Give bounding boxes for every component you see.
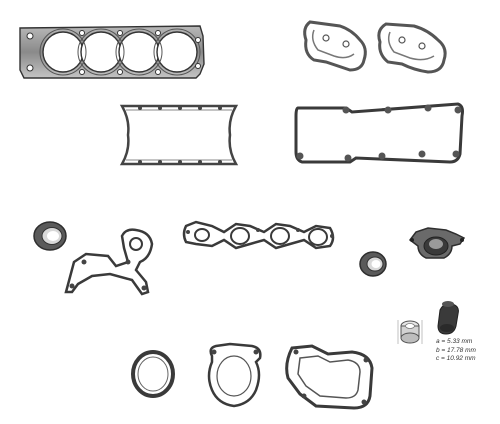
intake-plenum-gasket [285, 344, 374, 410]
timing-cover-gasket [64, 228, 154, 296]
cylinder-head-gasket [19, 25, 205, 79]
oil-pan-gasket [119, 104, 239, 166]
exhaust-manifold-gasket [182, 220, 335, 250]
rear-main-seal-housing [408, 227, 466, 259]
dimension-b: b = 17.78 mm [436, 346, 476, 354]
valve-stem-seal-diagram [397, 301, 459, 344]
camshaft-seal [359, 251, 387, 277]
o-ring-gasket [131, 350, 175, 398]
throttle-body-gasket [207, 342, 262, 408]
valve-cover-gasket-small-left [303, 20, 367, 72]
valve-seal-dimensions: a = 5.33 mm b = 17.78 mm c = 10.92 mm [436, 338, 476, 364]
crankshaft-seal-left [33, 221, 67, 251]
dimension-a: a = 5.33 mm [436, 338, 473, 345]
dimension-c: c = 10.92 mm [436, 355, 476, 362]
valve-cover-gasket-large [294, 102, 464, 164]
valve-cover-gasket-small-right [377, 22, 447, 74]
